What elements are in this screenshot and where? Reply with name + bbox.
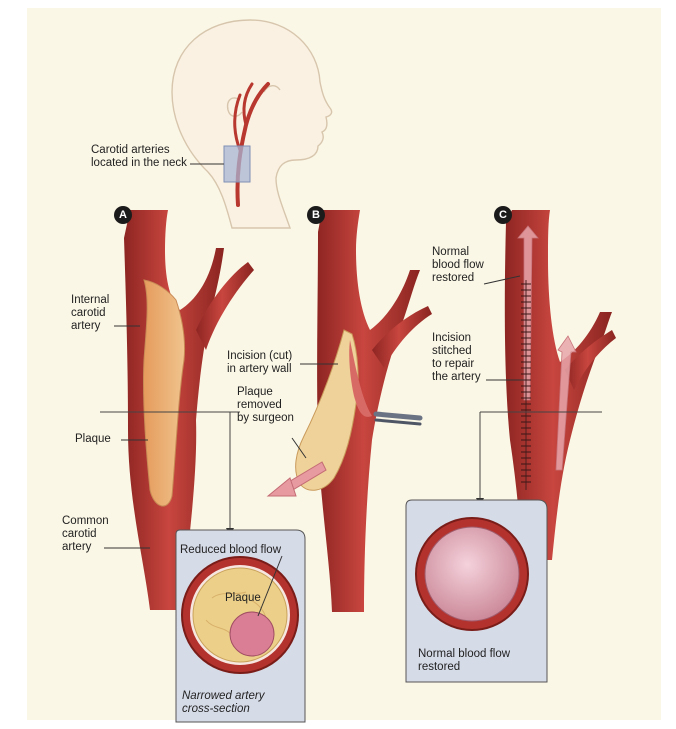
badge-a: A xyxy=(114,206,132,224)
narrowed-lumen xyxy=(230,612,274,656)
label-plaque-cross-section: Plaque xyxy=(225,592,261,605)
label-normal-flow-c: Normal blood flow restored xyxy=(432,246,484,285)
head-outline xyxy=(172,20,332,228)
label-plaque: Plaque xyxy=(75,433,111,446)
label-plaque-removed: Plaque removed by surgeon xyxy=(237,386,294,425)
label-reduced-blood-flow: Reduced blood flow xyxy=(180,544,281,557)
label-narrowed-cross-section: Narrowed artery cross-section xyxy=(182,690,264,716)
label-internal-carotid: Internal carotid artery xyxy=(71,294,109,333)
neck-highlight-box xyxy=(224,146,250,182)
label-incision-stitched: Incision stitched to repair the artery xyxy=(432,332,481,384)
label-incision: Incision (cut) in artery wall xyxy=(227,350,292,376)
label-carotid-location: Carotid arteries located in the neck xyxy=(91,144,187,170)
badge-c: C xyxy=(494,206,512,224)
label-normal-flow-box: Normal blood flow restored xyxy=(418,648,510,674)
label-common-carotid: Common carotid artery xyxy=(62,515,109,554)
badge-b: B xyxy=(307,206,325,224)
forceps xyxy=(376,414,420,418)
